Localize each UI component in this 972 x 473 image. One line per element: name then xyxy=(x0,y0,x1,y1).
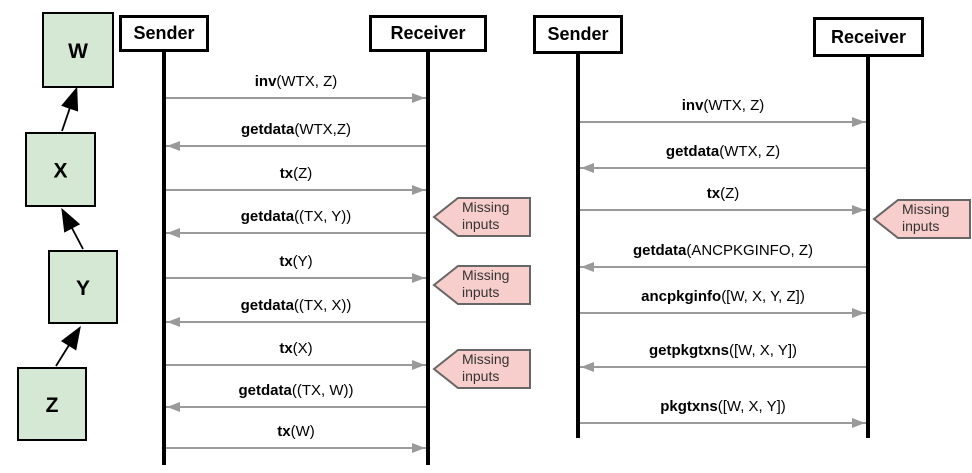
chain-node-box xyxy=(25,132,96,207)
chain-node-label: X xyxy=(53,160,67,183)
chain-nodes: W X Y Z xyxy=(17,12,118,441)
chain-edge-arrow-icon xyxy=(61,86,79,132)
chain-node-box xyxy=(48,250,118,324)
chain-node-label: Z xyxy=(46,394,59,417)
chain-node-box xyxy=(42,12,114,88)
chain-node-label: Y xyxy=(76,277,90,300)
chain-edge-arrow-icon xyxy=(55,325,81,367)
chain-edges xyxy=(55,86,84,367)
chain-edge-arrow-icon xyxy=(61,207,84,250)
chain-node-box xyxy=(17,367,87,441)
chain-node-label: W xyxy=(68,40,88,63)
